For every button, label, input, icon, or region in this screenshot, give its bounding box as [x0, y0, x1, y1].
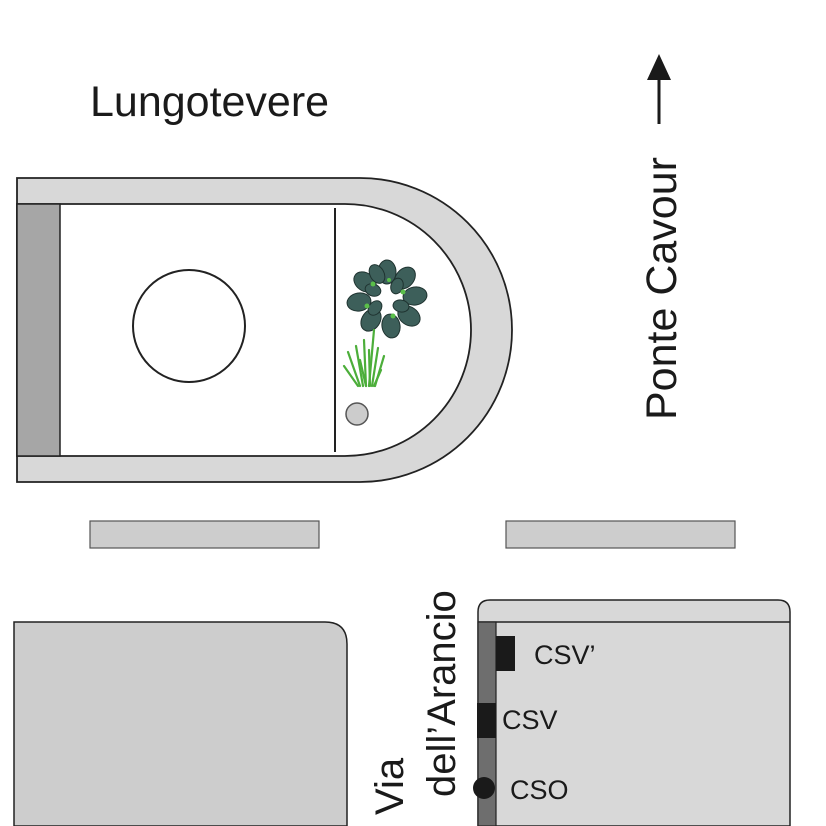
crosswalk-bar-left	[89, 520, 320, 549]
building-left	[13, 621, 348, 826]
street-label-lungotevere: Lungotevere	[90, 78, 329, 126]
ponte-cavour-label-group: Ponte Cavour	[638, 54, 686, 420]
marker-cso: CSO	[473, 775, 569, 805]
marker-cso-label: CSO	[510, 775, 569, 805]
monument-circle	[132, 269, 246, 383]
marker-csv: CSV	[477, 703, 558, 738]
street-label-ponte-cavour: Ponte Cavour	[638, 157, 686, 420]
piazza-block	[16, 177, 513, 483]
piazza-left-strip	[16, 203, 61, 457]
marker-csv-prime-symbol	[496, 636, 515, 671]
marker-csv-prime-label: CSV’	[534, 640, 596, 670]
marker-cso-symbol	[473, 777, 495, 799]
marker-csv-symbol	[477, 703, 496, 738]
tree-icon	[346, 259, 428, 339]
street-label-dellarancio: dell’Arancio	[420, 590, 464, 797]
grass-icon	[342, 328, 386, 388]
manhole-icon	[345, 402, 369, 426]
marker-csv-label: CSV	[502, 705, 558, 735]
arrow-up-icon	[647, 54, 671, 124]
street-label-via: Via	[368, 757, 412, 815]
via-arancio-label-group: Via dell’Arancio	[368, 590, 464, 815]
crosswalk-bar-right	[505, 520, 736, 549]
marker-csv-prime: CSV’	[496, 636, 596, 671]
